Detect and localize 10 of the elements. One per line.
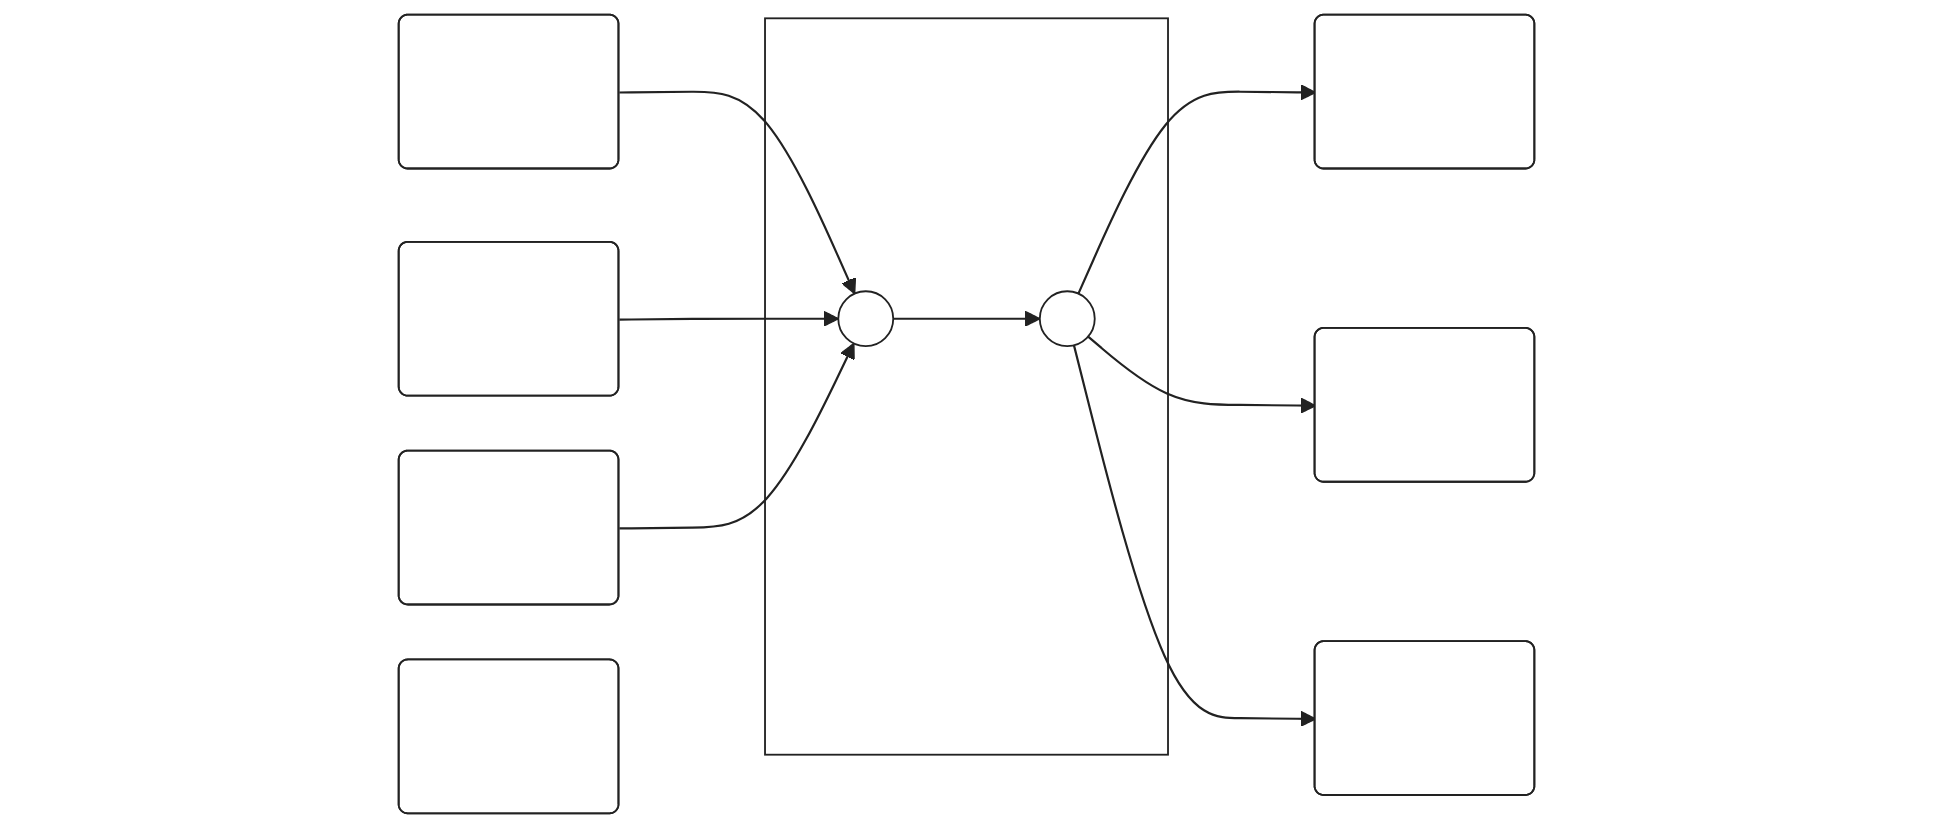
arrow: [893, 310, 1041, 327]
arrow: [1073, 345, 1317, 727]
arrow: [1077, 84, 1317, 295]
arrow: [619, 90, 857, 295]
cluster: [764, 17, 1170, 756]
node-circle: [837, 290, 895, 348]
arrow: [619, 310, 840, 327]
node-circle: [1039, 290, 1097, 348]
arrow: [619, 342, 856, 530]
arrow: [1087, 335, 1317, 414]
